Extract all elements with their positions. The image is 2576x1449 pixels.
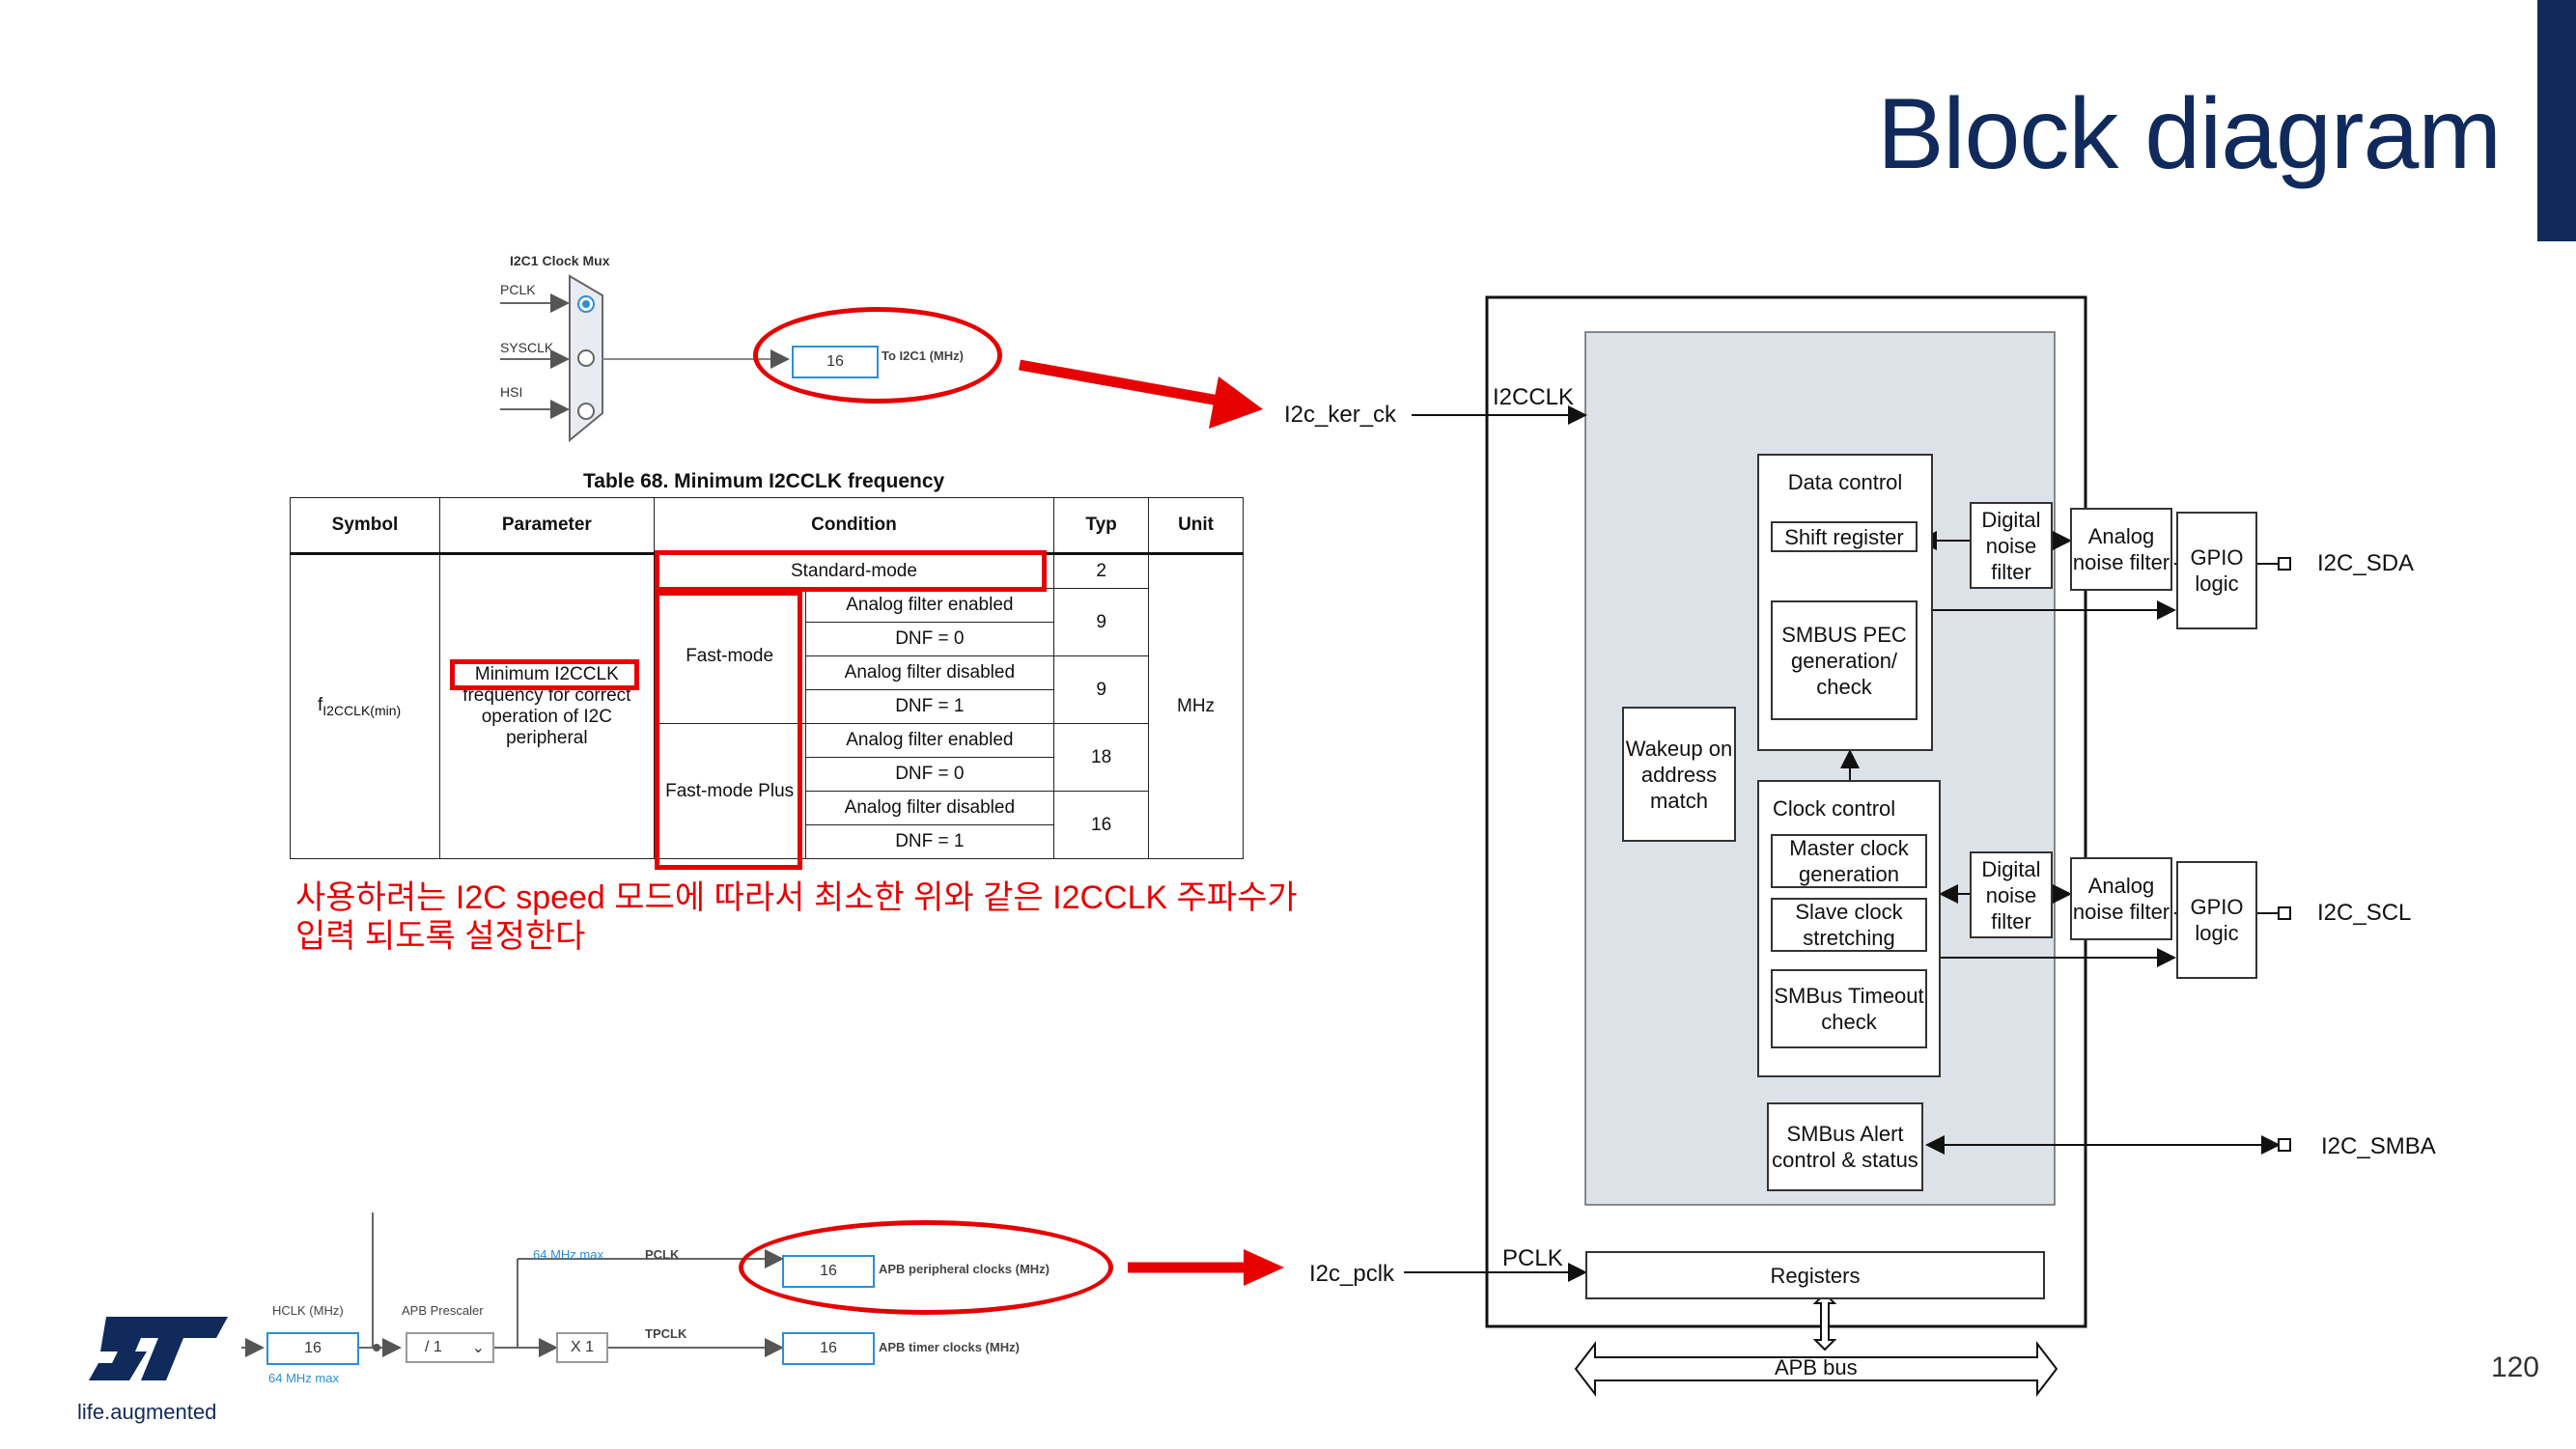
header-symbol: Symbol (290, 497, 440, 555)
cond-standard-mode: Standard-mode (653, 553, 1055, 589)
tpclk-field[interactable]: 16 (782, 1332, 875, 1365)
highlight-box-parameter (450, 659, 639, 690)
tpclk-out-label: APB timer clocks (MHz) (879, 1340, 1020, 1354)
hclk-label: HCLK (MHz) (272, 1303, 344, 1318)
clock-mux-graphic (500, 274, 790, 443)
mux-input-pclk: PCLK (500, 282, 536, 297)
tagline: life.augmented (77, 1400, 217, 1424)
slave-clock-block: Slave clock stretching (1771, 898, 1927, 952)
note-text: 사용하려는 I2C speed 모드에 따라서 최소한 위와 같은 I2CCLK… (295, 879, 1298, 955)
chevron-down-icon: ⌄ (471, 1340, 485, 1356)
symbol-cell: fI2CCLK(min) (290, 553, 440, 859)
apb-prescaler-select[interactable]: / 1 ⌄ (406, 1332, 494, 1363)
mux-input-hsi: HSI (500, 384, 523, 400)
smbus-timeout-block: SMBus Timeout check (1771, 969, 1927, 1048)
cond-fm-afd: Analog filter disabled (804, 655, 1055, 690)
min-i2cclk-table: Symbol Parameter Condition Typ Unit fI2C… (290, 497, 1244, 859)
header-condition: Condition (653, 497, 1055, 555)
typ-fmp-a: 18 (1053, 723, 1150, 792)
red-arrow-ker-clock (1019, 359, 1263, 429)
i2c-ker-ck-label: I2c_ker_ck (1284, 402, 1397, 428)
hclk-field[interactable]: 16 (266, 1332, 359, 1365)
highlight-ellipse-pclk (739, 1220, 1113, 1315)
i2cclk-label: I2CCLK (1493, 384, 1575, 410)
gpio-logic-scl: GPIO logic (2176, 861, 2257, 979)
hclk-max-label: 64 MHz max (268, 1371, 339, 1385)
pin-scl-label: I2C_SCL (2317, 900, 2412, 926)
typ-fmp-b: 16 (1053, 791, 1150, 859)
page-number: 120 (2490, 1351, 2539, 1383)
clock-tree-graphic (241, 1212, 784, 1357)
clock-mux-title: I2C1 Clock Mux (510, 253, 610, 268)
mux-radio-sysclk[interactable] (577, 349, 595, 367)
highlight-box-fast-modes (655, 591, 802, 870)
typ-fm-a: 9 (1053, 588, 1150, 656)
i2c-pclk-label: I2c_pclk (1309, 1261, 1395, 1287)
smbus-alert-block: SMBus Alert control & status (1767, 1102, 1923, 1191)
typ-standard: 2 (1053, 553, 1150, 589)
registers-block: Registers (1585, 1251, 2045, 1299)
apb-prescaler-label: APB Prescaler (402, 1303, 484, 1318)
title-accent-bar (2537, 0, 2576, 241)
smbus-pec-block: SMBUS PEC generation/ check (1771, 600, 1918, 720)
master-clock-block: Master clock generation (1771, 834, 1927, 888)
digital-noise-filter-scl: Digital noise filter (1970, 851, 2053, 938)
cond-fm-dnf1: DNF = 1 (804, 689, 1055, 724)
wakeup-block: Wakeup on address match (1622, 707, 1736, 842)
tpclk-label: TPCLK (645, 1326, 687, 1341)
pclk-domain-label: PCLK (1502, 1245, 1563, 1271)
pin-sda-label: I2C_SDA (2317, 550, 2415, 576)
red-arrow-pclk (1128, 1249, 1284, 1286)
pclk-label: PCLK (645, 1247, 680, 1262)
header-typ: Typ (1053, 497, 1150, 555)
cond-fmp-afd: Analog filter disabled (804, 791, 1055, 825)
cond-fmp-afe: Analog filter enabled (804, 723, 1055, 758)
slide-title: Block diagram (1877, 78, 2502, 190)
table-caption: Table 68. Minimum I2CCLK frequency (583, 470, 945, 492)
digital-noise-filter-sda: Digital noise filter (1970, 502, 2053, 589)
typ-fm-b: 9 (1053, 655, 1150, 724)
unit-cell: MHz (1148, 553, 1244, 859)
cond-fmp-dnf0: DNF = 0 (804, 757, 1055, 792)
shift-register-block: Shift register (1771, 521, 1918, 552)
analog-noise-filter-scl: Analog noise filter (2070, 857, 2172, 940)
mux-input-sysclk: SYSCLK (500, 340, 554, 355)
pclk-max-label: 64 MHz max (533, 1247, 603, 1262)
pin-smba-label: I2C_SMBA (2321, 1133, 2436, 1159)
highlight-ellipse-ker-clock (753, 307, 1002, 404)
cond-fast-mode: Fast-mode (653, 588, 806, 724)
header-unit: Unit (1148, 497, 1244, 555)
mux-radio-hsi[interactable] (577, 403, 595, 420)
cond-fmp-dnf1: DNF = 1 (804, 824, 1055, 859)
cond-fm-dnf0: DNF = 0 (804, 622, 1055, 656)
multiplier-box: X 1 (556, 1332, 608, 1363)
cond-fast-mode-plus: Fast-mode Plus (653, 723, 806, 859)
cond-fm-afe: Analog filter enabled (804, 588, 1055, 623)
header-parameter: Parameter (438, 497, 655, 555)
analog-noise-filter-sda: Analog noise filter (2070, 508, 2172, 591)
apb-bus-label: APB bus (1775, 1355, 1858, 1379)
highlight-box-standard-mode (655, 550, 1047, 592)
gpio-logic-sda: GPIO logic (2176, 512, 2257, 629)
st-logo (89, 1317, 228, 1380)
